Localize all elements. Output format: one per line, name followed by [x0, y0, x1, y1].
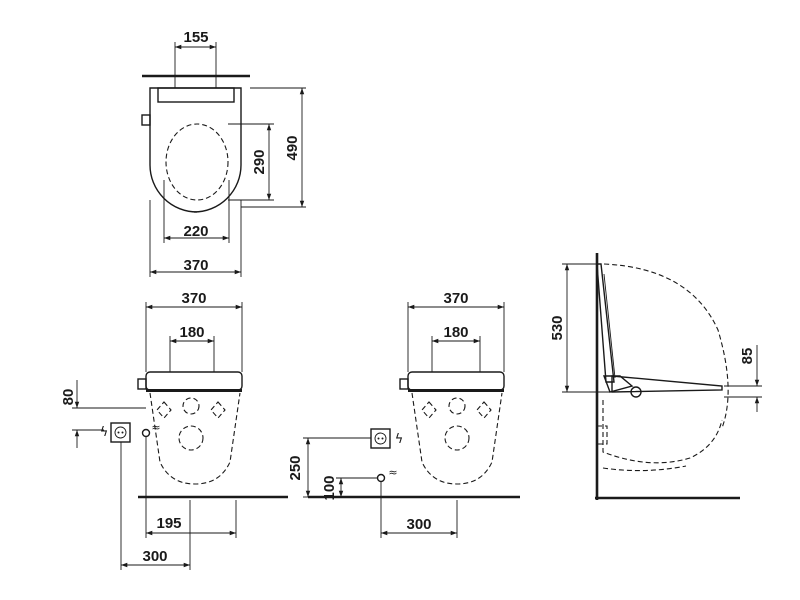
front-left-hole-left: [156, 401, 172, 419]
front-left-hole-top: [182, 397, 200, 415]
side-view: 530 85: [549, 253, 762, 500]
water-supply-icon: ≈: [141, 421, 161, 438]
power-socket-icon: [370, 428, 391, 449]
svg-text:≈: ≈: [151, 421, 160, 434]
dim-top-220: 220: [183, 223, 208, 240]
electric-bolt-icon: ϟ: [100, 425, 109, 440]
dim-front-right-100: 100: [321, 475, 338, 500]
top-view: 155 490 290 220 370: [141, 29, 306, 277]
top-view-hinge: [157, 87, 235, 103]
dim-front-right-300: 300: [406, 516, 431, 533]
top-view-seat-outline: [149, 87, 242, 213]
front-right-hole-top: [448, 397, 466, 415]
dim-front-right-370: 370: [443, 290, 468, 307]
power-socket-icon: [110, 422, 131, 443]
dim-front-left-370: 370: [181, 290, 206, 307]
front-right-seat: [407, 371, 505, 391]
side-bowl: [602, 400, 723, 464]
dim-front-right-250: 250: [287, 455, 304, 480]
front-right-seat-edge: [408, 389, 504, 392]
front-left-seat: [145, 371, 243, 391]
front-left-drain: [178, 425, 204, 451]
front-view-left: 370 180 80 ϟ ≈ 195 300: [60, 290, 288, 570]
side-bowl-base: [602, 465, 687, 472]
side-lid-swing-arc: [603, 263, 729, 429]
front-right-hole-left: [421, 401, 437, 419]
dim-front-right-180: 180: [443, 324, 468, 341]
dim-top-290: 290: [251, 149, 268, 174]
top-view-side-button: [141, 114, 151, 126]
dim-front-left-300: 300: [142, 548, 167, 565]
svg-text:≈: ≈: [388, 466, 397, 479]
front-left-bowl: [149, 392, 241, 485]
electric-bolt-icon: ϟ: [395, 432, 404, 447]
front-view-right: 370 180 ϟ ≈ 250 100 300: [287, 290, 520, 538]
side-connector: [596, 425, 608, 445]
side-hinge: [602, 375, 634, 393]
side-lid-raised: [596, 263, 615, 383]
top-view-opening: [165, 123, 229, 201]
front-right-knob: [399, 378, 409, 390]
dim-front-left-80: 80: [60, 389, 77, 406]
dim-front-left-180: 180: [179, 324, 204, 341]
front-left-knob: [137, 378, 147, 390]
side-seat: [611, 375, 723, 393]
front-right-drain: [444, 425, 470, 451]
front-left-seat-edge: [146, 389, 242, 392]
dim-top-155: 155: [183, 29, 208, 46]
water-supply-icon: ≈: [376, 466, 398, 483]
front-right-hole-right: [476, 401, 492, 419]
dim-side-530: 530: [549, 315, 566, 340]
front-right-bowl: [411, 392, 503, 485]
front-left-hole-right: [210, 401, 226, 419]
dim-top-490: 490: [284, 135, 301, 160]
dim-front-left-195: 195: [156, 515, 181, 532]
dim-top-370: 370: [183, 257, 208, 274]
dim-side-85: 85: [739, 348, 756, 365]
